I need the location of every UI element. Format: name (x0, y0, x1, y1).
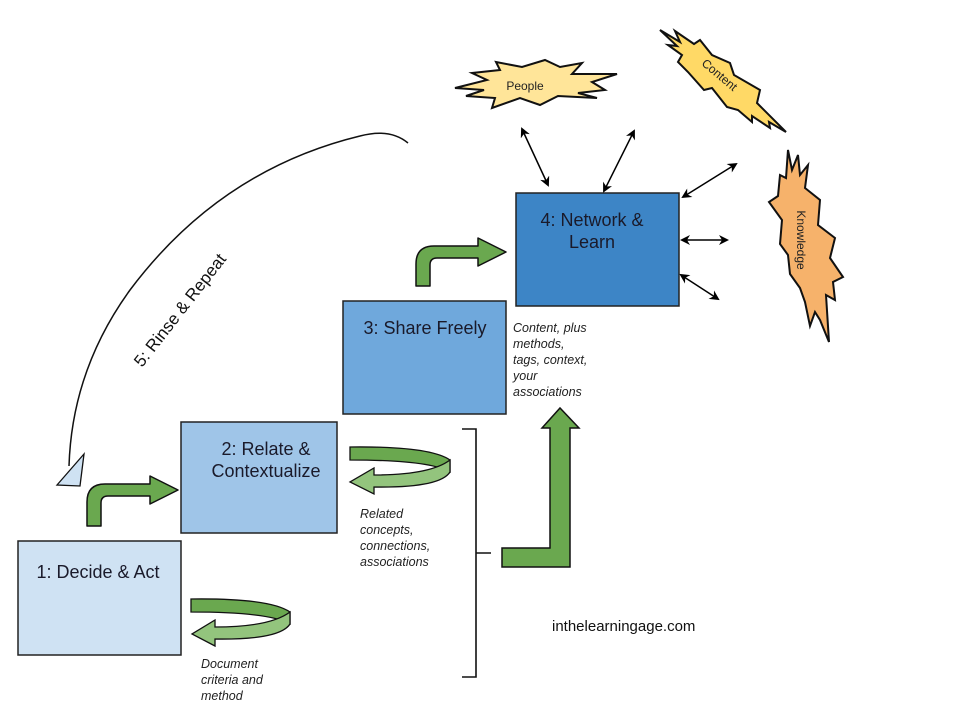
svg-text:Document: Document (201, 657, 258, 671)
website-credit: inthelearningage.com (552, 618, 695, 635)
loop-arrow-step-1 (190, 598, 291, 648)
l-arrow-up (501, 406, 581, 568)
svg-text:Knowledge: Knowledge (794, 210, 808, 270)
step-4-label-line1: 4: Network & (540, 210, 643, 230)
step-4-label-line2: Learn (569, 232, 615, 252)
knowledge-burst: Knowledge (767, 149, 845, 343)
svg-text:associations: associations (360, 555, 429, 569)
people-burst: People (454, 58, 618, 110)
step-1-label: 1: Decide & Act (36, 562, 159, 582)
step-2-label-line2: Contextualize (211, 461, 320, 481)
connector-lower (679, 273, 720, 301)
connector-content (681, 162, 738, 199)
loop-arrow-step-2 (348, 446, 451, 496)
svg-text:concepts,: concepts, (360, 523, 414, 537)
rinse-repeat-curve (68, 132, 409, 467)
svg-text:associations: associations (513, 385, 582, 399)
svg-text:Related: Related (360, 507, 404, 521)
svg-text:methods,: methods, (513, 337, 564, 351)
bracket (462, 428, 491, 678)
step-2-box (180, 421, 338, 534)
step-1-box (17, 540, 182, 656)
step-3-label: 3: Share Freely (363, 318, 486, 338)
step-3-note: Content, plus methods, tags, context, yo… (512, 321, 587, 399)
rinse-repeat-arrowhead (55, 451, 85, 487)
svg-text:People: People (506, 79, 544, 93)
step-2-note: Related concepts, connections, associati… (360, 507, 430, 569)
svg-text:Content, plus: Content, plus (513, 321, 587, 335)
connector-people-right (603, 129, 635, 193)
svg-text:criteria and: criteria and (201, 673, 264, 687)
connector-people-left (520, 127, 550, 187)
step-3-box (342, 300, 507, 415)
svg-text:tags, context,: tags, context, (513, 353, 587, 367)
bent-arrow-1-to-2 (86, 475, 179, 527)
bent-arrow-3-to-4 (415, 237, 507, 287)
step-2-label-line1: 2: Relate & (221, 439, 310, 459)
rinse-repeat-label: 5: Rinse & Repeat (130, 250, 230, 371)
svg-text:method: method (201, 689, 244, 703)
step-4-box (515, 192, 680, 307)
content-burst: Content (659, 28, 787, 133)
svg-text:your: your (512, 369, 538, 383)
step-1-note: Document criteria and method (201, 657, 264, 703)
svg-text:connections,: connections, (360, 539, 430, 553)
